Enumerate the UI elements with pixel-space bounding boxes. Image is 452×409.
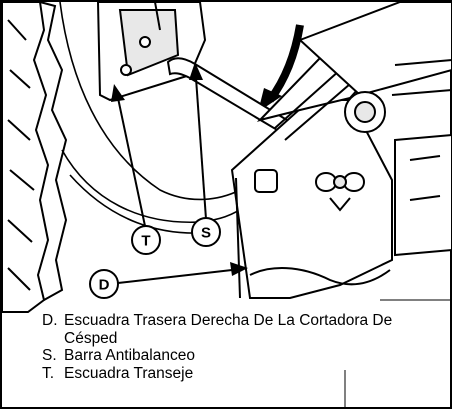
legend-key: S. [42,347,57,364]
legend: D. Escuadra Trasera Derecha De La Cortad… [42,312,442,382]
callout-s-leader: S [189,62,221,247]
callout-d-label: D [99,277,110,294]
legend-item-t: T. Escuadra Transeje [42,365,442,383]
callout-t-leader: T [111,84,161,255]
callout-t-label: T [141,233,150,250]
callout-s-label: S [201,225,211,242]
legend-text: Escuadra Trasera Derecha De La Cortadora… [64,312,393,347]
legend-item-s: S. Barra Antibalanceo [42,347,442,365]
pivot-arm [298,0,452,301]
legend-text: Escuadra Transeje [64,364,194,382]
transaxle-bracket [96,1,207,102]
legend-item-d: D. Escuadra Trasera Derecha De La Cortad… [42,312,442,347]
callout-d-circle [89,269,119,299]
tire [1,1,68,313]
legend-key: T. [42,364,55,382]
callout-s-circle [191,217,221,247]
callout-d-leader: D [89,262,248,299]
callout-t-circle [131,225,161,255]
legend-key: D. [42,312,58,329]
legend-text: Barra Antibalanceo [64,347,195,364]
